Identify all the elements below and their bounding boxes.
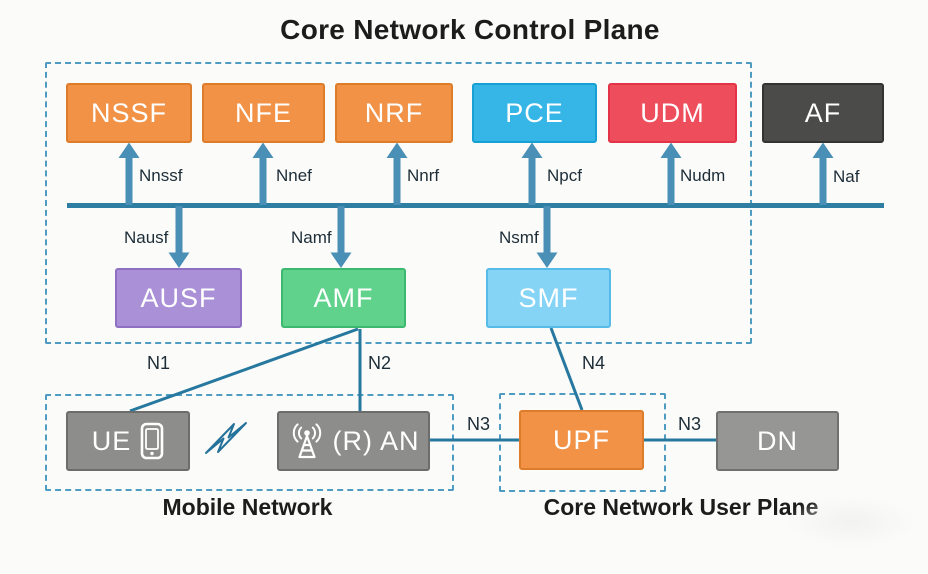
node-upf: UPF	[519, 410, 644, 470]
mobile-network-group-box	[45, 394, 454, 491]
interface-label-naf: Naf	[833, 167, 860, 186]
arrow-up-nnrf-icon	[386, 142, 408, 205]
refpoint-label-n3-upf-dn: N3	[678, 414, 702, 434]
radio-tower-icon	[292, 423, 321, 459]
node-nrf-label: NRF	[364, 97, 424, 128]
node-dn-label: DN	[757, 425, 798, 456]
node-amf-label: AMF	[313, 282, 374, 313]
watermark-smudge	[786, 496, 916, 548]
interface-label-nnef: Nnef	[276, 166, 312, 185]
node-ran-label: (R) AN	[332, 425, 420, 456]
refpoint-label-n3-ran-upf: N3	[467, 414, 491, 434]
arrow-down-nausf-icon	[168, 206, 190, 268]
node-smf: SMF	[486, 268, 611, 328]
page-title: Core Network Control Plane	[280, 14, 660, 45]
interface-label-nudm: Nudm	[680, 166, 726, 185]
arrow-down-nsmf-icon	[536, 206, 558, 268]
refpoint-label-n4: N4	[582, 353, 606, 373]
interface-label-nausf: Nausf	[124, 228, 169, 247]
node-nssf: NSSF	[66, 83, 192, 143]
node-nrf: NRF	[335, 83, 453, 143]
node-af: AF	[762, 83, 884, 143]
node-nssf-label: NSSF	[90, 97, 167, 128]
node-pce-label: PCE	[505, 97, 564, 128]
node-upf-label: UPF	[553, 424, 610, 455]
n4-line	[549, 327, 584, 411]
node-af-label: AF	[804, 97, 842, 128]
node-nfe-label: NFE	[235, 97, 292, 128]
user-plane-group-box	[499, 393, 666, 492]
arrow-down-namf-icon	[330, 206, 352, 268]
node-udm-label: UDM	[640, 97, 705, 128]
mobile-network-caption: Mobile Network	[162, 494, 333, 520]
node-nfe: NFE	[202, 83, 325, 143]
node-ue-label: UE	[91, 425, 132, 456]
arrow-up-nnssf-icon	[118, 142, 140, 205]
interface-label-nnrf: Nnrf	[407, 166, 440, 185]
refpoint-label-n1: N1	[147, 353, 171, 373]
node-ue: UE	[66, 411, 190, 471]
interface-label-npcf: Npcf	[547, 166, 582, 185]
arrow-up-nudm-icon	[660, 142, 682, 205]
arrow-up-npcf-icon	[521, 142, 543, 205]
node-ran: (R) AN	[277, 411, 430, 471]
user-plane-caption: Core Network User Plane	[543, 494, 819, 520]
interface-label-nsmf: Nsmf	[499, 228, 539, 247]
node-ausf-label: AUSF	[140, 282, 217, 313]
node-ausf: AUSF	[115, 268, 242, 328]
refpoint-label-n2: N2	[368, 353, 392, 373]
arrow-up-naf-icon	[812, 142, 834, 205]
node-udm: UDM	[608, 83, 737, 143]
arrow-up-nnef-icon	[252, 142, 274, 205]
interface-label-nnssf: Nnssf	[139, 166, 183, 185]
n1-line	[129, 327, 359, 413]
interface-label-namf: Namf	[291, 228, 332, 247]
node-amf: AMF	[281, 268, 406, 328]
node-pce: PCE	[472, 83, 597, 143]
lightning-bolt-icon	[205, 422, 247, 454]
node-smf-label: SMF	[518, 282, 579, 313]
smartphone-icon	[140, 422, 164, 460]
node-dn: DN	[716, 411, 839, 471]
